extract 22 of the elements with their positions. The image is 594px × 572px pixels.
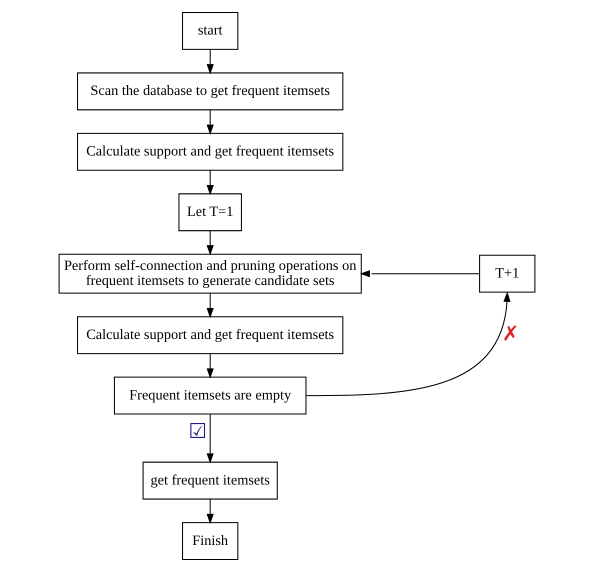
edge-label: ☑ [188,420,206,443]
node-box: Calculate support and get frequent itemsets [77,316,344,354]
arrow [206,354,214,379]
arrow [206,293,214,318]
node-box: Frequent itemsets are empty [114,376,306,415]
node-box: Scan the database to get frequent itemsets [77,72,344,110]
edge-label: ✗ [502,323,519,346]
arrow [206,230,214,256]
node-box: T+1 [479,254,536,293]
arrow [360,270,480,278]
node-box: Finish [182,522,238,560]
node-box: Perform self-connection and pruning operations on frequent itemsets to generate candidate sets [58,254,362,294]
arrow [206,414,214,464]
node-box: start [182,12,238,50]
arrow [206,499,214,524]
node-box: Calculate support and get frequent itemsets [77,132,344,171]
node-box: get frequent itemsets [142,462,278,500]
arrow [206,110,214,135]
arrow [206,170,214,196]
arrow [206,49,214,74]
arrow [306,292,511,396]
node-box: Let T=1 [178,193,242,232]
